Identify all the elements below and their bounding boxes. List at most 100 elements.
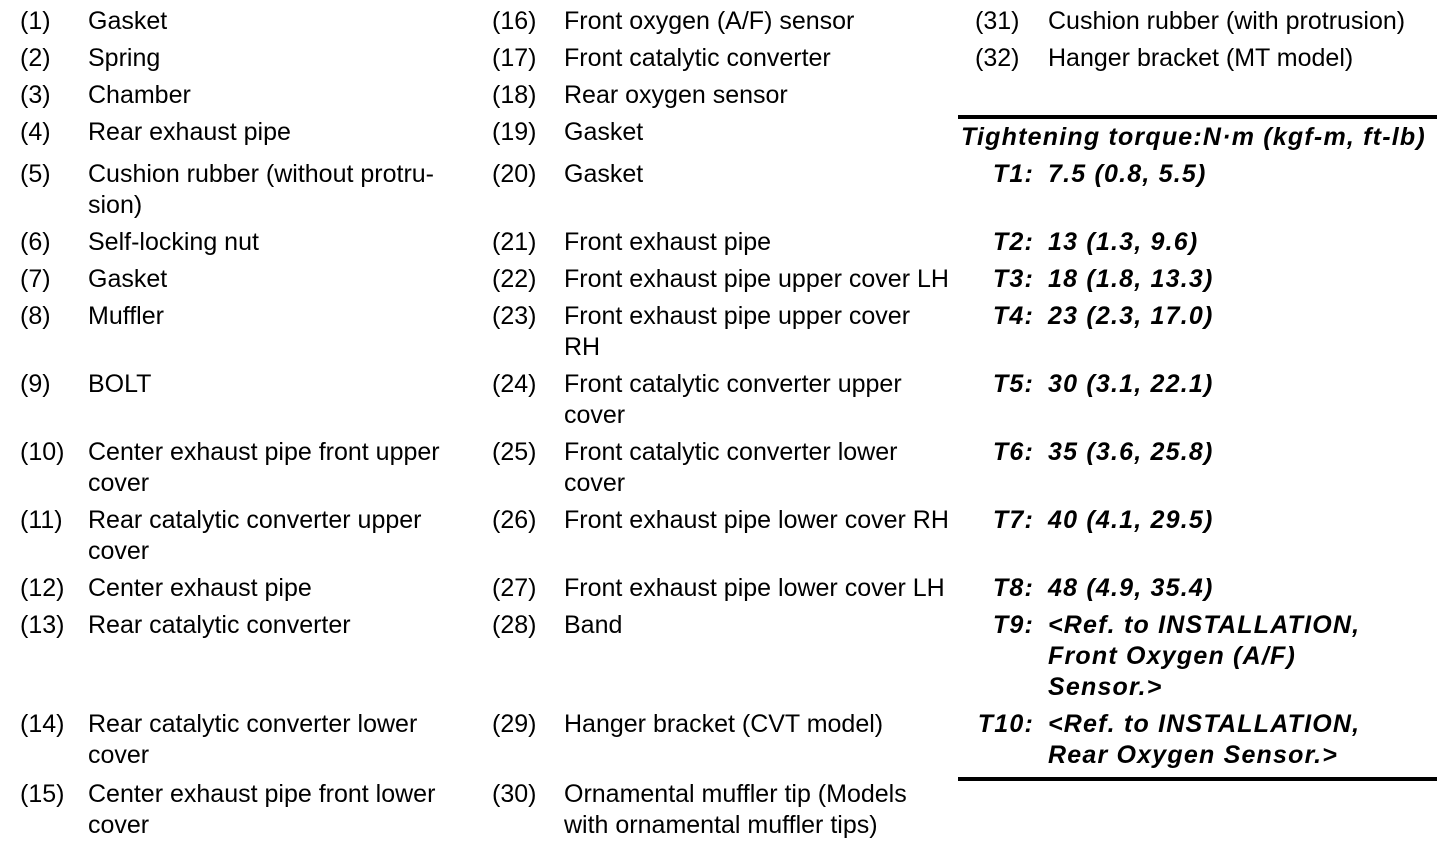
torque-label: T1:	[992, 160, 1034, 188]
legend-row: (15) Center exhaust pipe front lower cov…	[20, 779, 1437, 847]
part-label: Front exhaust pipe upper cover RH	[564, 302, 911, 361]
part-label: Front exhaust pipe lower cover LH	[564, 574, 945, 602]
part-label: Center exhaust pipe front lower cover	[88, 780, 436, 839]
part-label: Ornamental muffler tip (Models with orna…	[564, 780, 907, 839]
part-number: (27)	[492, 574, 537, 602]
part-label: Rear exhaust pipe	[88, 118, 291, 146]
torque-label: T7:	[992, 506, 1034, 534]
part-label: Rear catalytic converter	[88, 611, 351, 639]
legend-row: (5) Cushion rubber (without protru- sion…	[20, 159, 1437, 227]
part-label: Cushion rubber (with protrusion)	[1048, 7, 1406, 35]
part-number: (6)	[20, 228, 51, 256]
part-number: (4)	[20, 118, 51, 146]
part-label: Rear catalytic converter lower cover	[88, 710, 418, 769]
torque-value: 23 (2.3, 17.0)	[1048, 302, 1214, 330]
part-label: Front exhaust pipe lower cover RH	[564, 506, 949, 534]
part-number: (24)	[492, 370, 537, 398]
part-label: Center exhaust pipe front upper cover	[88, 438, 440, 497]
part-number: (32)	[975, 44, 1020, 72]
part-number: (7)	[20, 265, 51, 293]
legend-row: (7) Gasket (22) Front exhaust pipe upper…	[20, 264, 1437, 301]
part-label: Front oxygen (A/F) sensor	[564, 7, 855, 35]
part-number: (8)	[20, 302, 51, 330]
torque-value: 13 (1.3, 9.6)	[1048, 228, 1199, 256]
part-label: Band	[564, 611, 623, 639]
legend-row: (8) Muffler (23) Front exhaust pipe uppe…	[20, 301, 1437, 369]
part-number: (30)	[492, 780, 537, 808]
part-number: (23)	[492, 302, 537, 330]
legend-row: (13) Rear catalytic converter (28) Band …	[20, 610, 1437, 709]
part-label: Front catalytic converter lower cover	[564, 438, 898, 497]
torque-label: T8:	[992, 574, 1034, 602]
torque-value: 30 (3.1, 22.1)	[1048, 370, 1214, 398]
torque-value: <Ref. to INSTALLATION, Front Oxygen (A/F…	[1048, 611, 1361, 701]
empty-cell	[958, 779, 1048, 847]
part-number: (1)	[20, 7, 51, 35]
part-label: Front exhaust pipe	[564, 228, 772, 256]
part-number: (5)	[20, 160, 51, 188]
torque-label: T3:	[992, 265, 1034, 293]
legend-row: (4) Rear exhaust pipe (19) Gasket Tighte…	[20, 115, 1437, 159]
torque-label: T5:	[992, 370, 1034, 398]
part-label: Cushion rubber (without protru- sion)	[88, 160, 434, 219]
part-number: (29)	[492, 710, 537, 738]
part-number: (20)	[492, 160, 537, 188]
torque-value: 7.5 (0.8, 5.5)	[1048, 160, 1207, 188]
part-number: (25)	[492, 438, 537, 466]
parts-legend-table: (1) Gasket (16) Front oxygen (A/F) senso…	[20, 6, 1437, 847]
part-label: Muffler	[88, 302, 164, 330]
legend-row: (12) Center exhaust pipe (27) Front exha…	[20, 573, 1437, 610]
part-label: Self-locking nut	[88, 228, 259, 256]
part-label: Rear catalytic converter upper cover	[88, 506, 422, 565]
part-number: (22)	[492, 265, 537, 293]
part-label: Gasket	[88, 265, 168, 293]
part-number: (12)	[20, 574, 65, 602]
torque-label: T2:	[992, 228, 1034, 256]
torque-value: 18 (1.8, 13.3)	[1048, 265, 1214, 293]
part-number: (18)	[492, 81, 537, 109]
part-label: Gasket	[564, 160, 644, 188]
part-label: Hanger bracket (MT model)	[1048, 44, 1354, 72]
torque-label: T9:	[992, 611, 1034, 639]
empty-cell	[958, 80, 1048, 117]
part-number: (28)	[492, 611, 537, 639]
torque-table-title: Tightening torque:N·m (kgf-m, ft-lb)	[958, 115, 1437, 159]
part-label: Center exhaust pipe	[88, 574, 312, 602]
part-label: Hanger bracket (CVT model)	[564, 710, 884, 738]
legend-row: (11) Rear catalytic converter upper cove…	[20, 505, 1437, 573]
torque-value: <Ref. to INSTALLATION, Rear Oxygen Senso…	[1048, 709, 1437, 781]
part-number: (31)	[975, 7, 1020, 35]
part-label: Front catalytic converter	[564, 44, 831, 72]
part-label: Front exhaust pipe upper cover LH	[564, 265, 949, 293]
empty-cell	[1048, 779, 1437, 847]
empty-cell	[1048, 80, 1437, 117]
part-number: (13)	[20, 611, 65, 639]
part-number: (2)	[20, 44, 51, 72]
legend-row: (10) Center exhaust pipe front upper cov…	[20, 437, 1437, 505]
part-number: (3)	[20, 81, 51, 109]
torque-value: 40 (4.1, 29.5)	[1048, 506, 1214, 534]
part-number: (11)	[20, 506, 63, 534]
legend-row: (3) Chamber (18) Rear oxygen sensor	[20, 80, 1437, 117]
part-number: (15)	[20, 780, 65, 808]
part-label: Gasket	[88, 7, 168, 35]
part-label: Chamber	[88, 81, 191, 109]
part-number: (16)	[492, 7, 537, 35]
torque-value: 48 (4.9, 35.4)	[1048, 574, 1214, 602]
torque-value: 35 (3.6, 25.8)	[1048, 438, 1214, 466]
part-number: (10)	[20, 438, 65, 466]
torque-label: T4:	[992, 302, 1034, 330]
part-number: (21)	[492, 228, 537, 256]
part-number: (26)	[492, 506, 537, 534]
legend-row: (2) Spring (17) Front catalytic converte…	[20, 43, 1437, 80]
part-number: (14)	[20, 710, 65, 738]
legend-row: (14) Rear catalytic converter lower cove…	[20, 709, 1437, 781]
part-number: (17)	[492, 44, 537, 72]
torque-label: T6:	[992, 438, 1034, 466]
part-label: Front catalytic converter upper cover	[564, 370, 902, 429]
part-label: Gasket	[564, 118, 644, 146]
part-label: Rear oxygen sensor	[564, 81, 788, 109]
part-label: BOLT	[88, 370, 152, 398]
part-label: Spring	[88, 44, 161, 72]
part-number: (19)	[492, 118, 537, 146]
